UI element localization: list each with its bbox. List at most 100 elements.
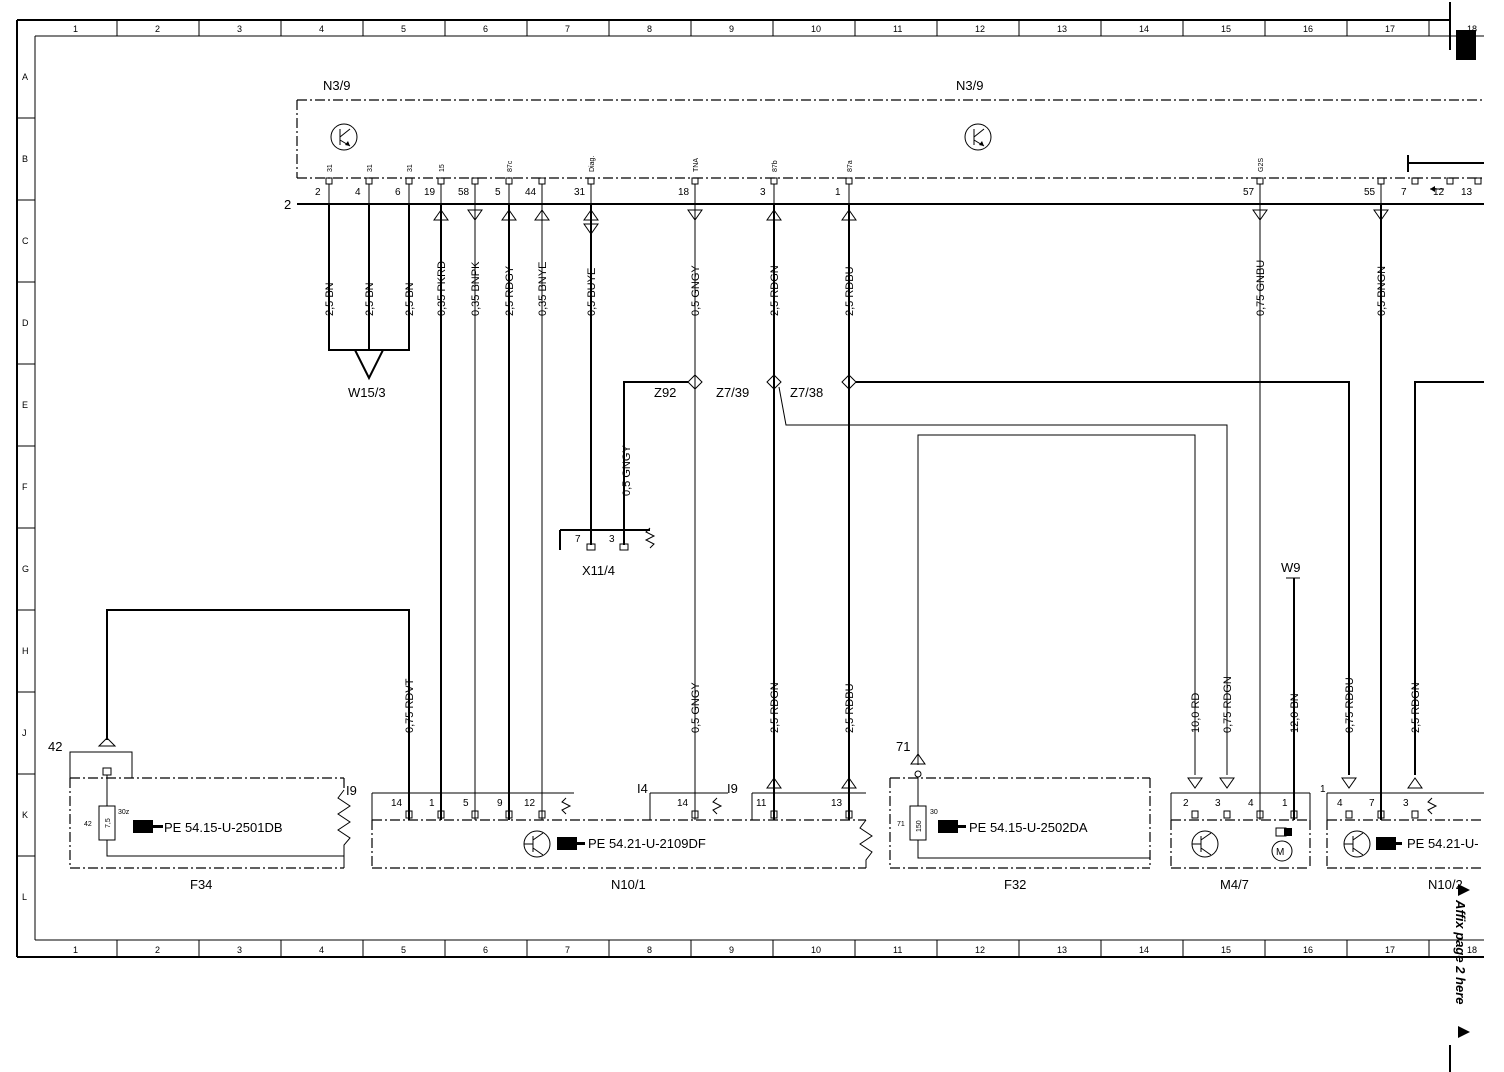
module-pin-number: 3 xyxy=(1403,798,1409,809)
f34-ref: PE 54.15-U-2501DB xyxy=(164,820,283,835)
pin-socket xyxy=(505,810,513,819)
module-pin: 2 xyxy=(1183,777,1203,819)
cu-pin-signal: 31 xyxy=(367,164,374,172)
connector-x11-4: 7 3 X11/4 xyxy=(559,527,656,578)
f32-terminal: 71 xyxy=(896,739,910,754)
pin-socket xyxy=(770,177,778,185)
module-pin: 9 xyxy=(497,798,513,819)
cu-pin-number: 18 xyxy=(678,187,690,198)
splice-w15-3: W15/3 xyxy=(348,385,386,400)
wire-label: 2,5 RDBU xyxy=(844,683,856,733)
module-pin-number: 4 xyxy=(1337,798,1343,809)
wire-label: 0,75 RDVT xyxy=(404,678,416,733)
cu-pin-number: 2 xyxy=(315,187,321,198)
module-pin: 12 xyxy=(524,798,546,819)
pin-socket xyxy=(1290,810,1298,819)
grid-column-label: 10 xyxy=(811,945,821,955)
pin-socket xyxy=(845,177,853,185)
arrow-up-icon xyxy=(841,777,857,789)
f34-fuse-value: 7,5 xyxy=(105,818,112,828)
wire-label: 12,0 BN xyxy=(1289,693,1301,733)
transistor-icon xyxy=(1191,830,1219,858)
module-pin: 4 xyxy=(1248,798,1264,819)
module-pin-number: 1 xyxy=(429,798,435,809)
grid-row-label: E xyxy=(22,400,28,410)
pin-socket xyxy=(587,177,595,185)
grid-row-label: H xyxy=(22,646,29,656)
grid-column-label: 8 xyxy=(647,24,652,34)
motor-icon: M xyxy=(1271,827,1293,862)
pin-socket xyxy=(1411,810,1419,819)
grid-column-label: 15 xyxy=(1221,945,1231,955)
wire-label-z92: 0,5 GNGY xyxy=(621,445,633,496)
wire-label: 2,5 RDGN xyxy=(1410,682,1422,733)
motor-m4-7: M M4/7 xyxy=(1170,792,1311,892)
grid-row-label: J xyxy=(22,728,27,738)
fuse-box-f34: 42 I9 7,5 30z 42 PE 54.15-U-2501DB F34 xyxy=(48,737,357,892)
grid-row-label: B xyxy=(22,154,28,164)
pin-socket xyxy=(325,177,333,185)
grid-column-label: 1 xyxy=(73,945,78,955)
n3-9-label-left: N3/9 xyxy=(323,78,350,93)
cu-pin-number: 13 xyxy=(1461,187,1473,198)
pin-socket xyxy=(1191,810,1199,819)
frame: 1122334455667788991010111112121313141415… xyxy=(16,2,1484,1072)
grid-column-label: 6 xyxy=(483,24,488,34)
cu-pin-number: 1 xyxy=(835,187,841,198)
module-pin: 11 xyxy=(756,777,782,819)
fuse-box-f32: 71 150 30 71 PE 54.15-U-2502DA F32 xyxy=(889,739,1151,892)
f32-fuse-pin: 71 xyxy=(897,821,905,828)
grid-column-label: 1 xyxy=(73,24,78,34)
pin-socket xyxy=(1446,177,1454,185)
f32-ref: PE 54.15-U-2502DA xyxy=(969,820,1088,835)
f32-label: F32 xyxy=(1004,877,1026,892)
cu-pin-signal: G2S xyxy=(1258,158,1265,172)
affix-arrow-icon xyxy=(1458,1026,1470,1038)
cu-pin-number: 58 xyxy=(458,187,470,198)
f32-fuse-term: 30 xyxy=(930,809,938,816)
pin-socket xyxy=(471,810,479,819)
wire-label: 0,35 BNYE xyxy=(537,262,549,316)
cu-pin-number: 4 xyxy=(355,187,361,198)
pin-socket xyxy=(471,177,479,185)
x11-4-pin-3: 3 xyxy=(609,534,615,545)
pointing-hand-icon xyxy=(557,837,585,850)
pin-socket xyxy=(1256,177,1264,185)
x11-4-label: X11/4 xyxy=(582,563,615,578)
grid-column-label: 15 xyxy=(1221,24,1231,34)
wire-label: 0,5 GNGY xyxy=(690,682,702,733)
transistor-icon xyxy=(964,123,992,151)
module-pin: 5 xyxy=(463,798,479,819)
wire-label: 0,5 GNGY xyxy=(690,265,702,316)
splice-z7-38: Z7/38 xyxy=(790,385,823,400)
cu-pin-number: 3 xyxy=(760,187,766,198)
grid-row-label: K xyxy=(22,810,28,820)
module-n10-2: 1 PE 54.21-U- N10/2 xyxy=(1320,784,1484,892)
pin-socket xyxy=(1474,177,1482,185)
n10-2-ref: PE 54.21-U- xyxy=(1407,836,1479,851)
affix-note: Affix page 2 here xyxy=(1453,899,1468,1005)
pin-socket xyxy=(691,810,699,819)
n10-1-interrupt-a: I4 xyxy=(637,781,648,796)
wiring: W15/3 Z92 0,5 GNGY Z7/39 Z7/38 xyxy=(106,204,1484,820)
cu-pin-signal: 87b xyxy=(772,160,779,172)
pin-socket xyxy=(1377,810,1385,819)
wire-label: 2,5 RDGN xyxy=(769,682,781,733)
n10-1-interrupt-b: I9 xyxy=(727,781,738,796)
grid-column-label: 4 xyxy=(319,945,324,955)
n10-2-label: N10/2 xyxy=(1428,877,1463,892)
module-pin: 13 xyxy=(831,777,857,819)
cu-pin-number: 6 xyxy=(395,187,401,198)
grid-column-label: 9 xyxy=(729,945,734,955)
cu-pin-number: 31 xyxy=(574,187,586,198)
pointing-hand-icon xyxy=(133,820,163,833)
cu-pin: 7 xyxy=(1401,177,1419,198)
cu-pin: 12 xyxy=(1433,177,1454,198)
connector-bracket xyxy=(1407,155,1484,192)
grid-column-label: 2 xyxy=(155,945,160,955)
